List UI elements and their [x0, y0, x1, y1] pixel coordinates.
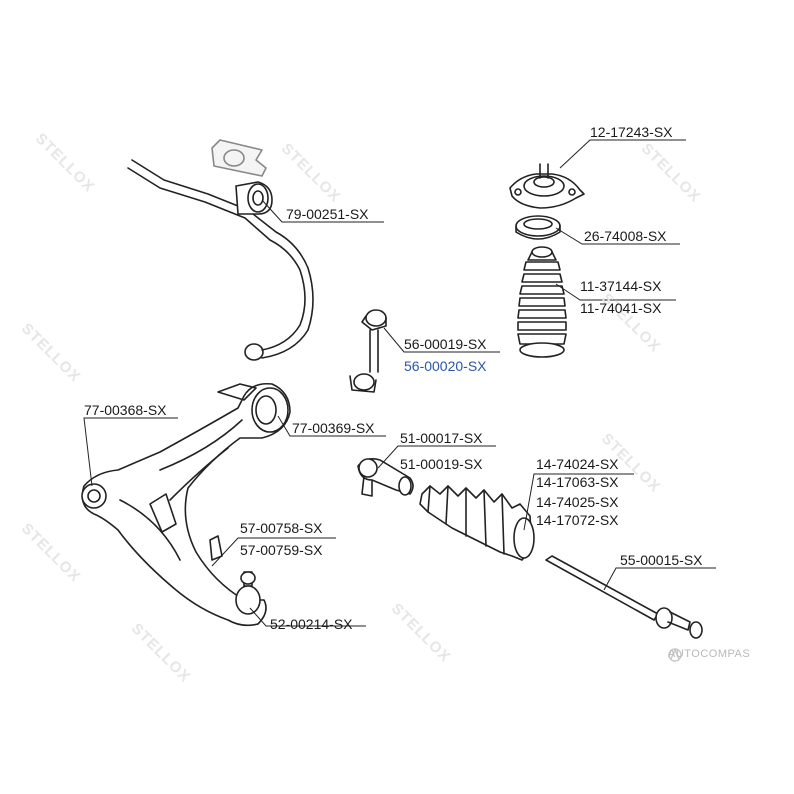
steering-boot-drawing [419, 485, 535, 561]
stabilizer-bar-drawing [127, 159, 314, 361]
part-label-55-00015-sx[interactable]: 55-00015-SX [620, 552, 703, 568]
part-label-26-74008-sx[interactable]: 26-74008-SX [584, 228, 667, 244]
part-label-77-00369-sx[interactable]: 77-00369-SX [292, 420, 375, 436]
stabilizer-bushing-drawing [211, 139, 273, 215]
control-arm-drawing [81, 382, 291, 627]
autocompas-logo-icon [668, 648, 682, 662]
tie-rod-drawing [545, 555, 703, 639]
part-label-79-00251-sx[interactable]: 79-00251-SX [286, 206, 369, 222]
part-label-77-00368-sx[interactable]: 77-00368-SX [84, 402, 167, 418]
part-label-11-37144-sx[interactable]: 11-37144-SX [580, 278, 662, 294]
brand-label: AUTOCOMPAS [668, 648, 751, 660]
part-label-11-74041-sx[interactable]: 11-74041-SX [580, 300, 662, 316]
tie-rod-end-drawing [357, 458, 414, 497]
stabilizer-link-drawing [349, 309, 387, 393]
part-label-51-00019-sx[interactable]: 51-00019-SX [400, 456, 483, 472]
part-label-57-00759-sx[interactable]: 57-00759-SX [240, 542, 323, 558]
part-label-56-00019-sx[interactable]: 56-00019-SX [404, 336, 487, 352]
strut-bearing-drawing [515, 215, 561, 240]
part-label-12-17243-sx[interactable]: 12-17243-SX [590, 124, 673, 140]
ball-joint-drawing [235, 571, 261, 615]
autocompas-brand: AUTOCOMPAS [668, 648, 750, 660]
part-label-14-74024-sx[interactable]: 14-74024-SX [536, 456, 619, 472]
part-label-52-00214-sx[interactable]: 52-00214-SX [270, 616, 353, 632]
part-label-14-74025-sx[interactable]: 14-74025-SX [536, 494, 619, 510]
part-label-14-17072-sx[interactable]: 14-17072-SX [536, 512, 619, 528]
part-label-57-00758-sx[interactable]: 57-00758-SX [240, 520, 323, 536]
part-label-56-00020-sx[interactable]: 56-00020-SX [404, 358, 487, 374]
part-label-14-17063-sx[interactable]: 14-17063-SX [536, 474, 619, 490]
part-label-51-00017-sx[interactable]: 51-00017-SX [400, 430, 483, 446]
shock-boot-drawing [517, 246, 567, 358]
strut-mount-drawing [509, 163, 585, 209]
